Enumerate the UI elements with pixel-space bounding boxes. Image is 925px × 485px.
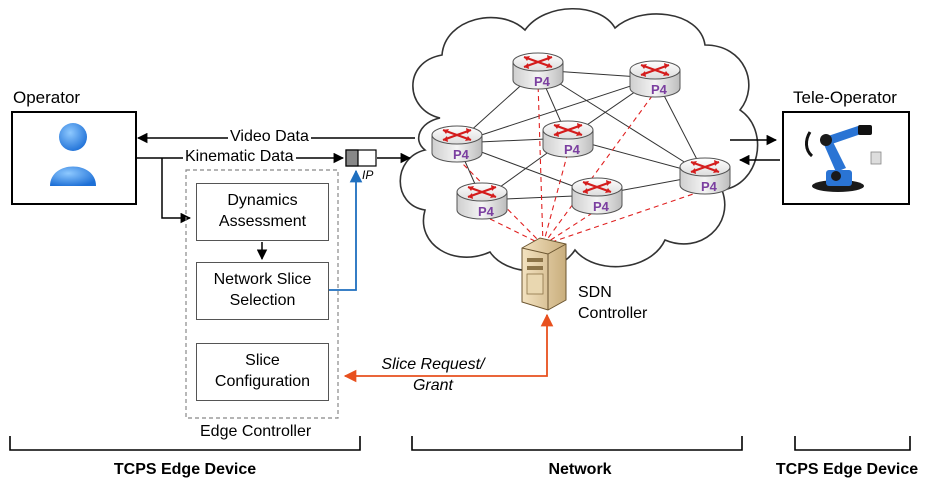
router-arrows-icon xyxy=(553,123,583,137)
router-arrows-icon xyxy=(523,55,553,69)
sdn-controller-label: SDN Controller xyxy=(578,283,647,325)
video-data-label: Video Data xyxy=(228,128,311,145)
ip-packet-icon xyxy=(345,149,377,167)
slice-request-line2: Grant xyxy=(412,376,453,394)
p4-switch-icon: P4 xyxy=(679,157,731,195)
p4-switch-icon: P4 xyxy=(431,125,483,163)
sdn-line2: Controller xyxy=(578,304,648,322)
router-arrows-icon xyxy=(690,160,720,174)
router-arrows-icon xyxy=(467,185,497,199)
router-arrows-icon xyxy=(640,63,670,77)
slice-config-line1: Slice xyxy=(245,352,280,370)
p4-badge: P4 xyxy=(478,204,495,219)
p4-badge: P4 xyxy=(453,147,470,162)
p4-switch-icon: P4 xyxy=(542,120,594,158)
p4-switch-icon: P4 xyxy=(629,60,681,98)
slice-request-arrow xyxy=(343,313,554,383)
controller-links xyxy=(456,81,706,246)
robot-arm-icon xyxy=(805,125,882,192)
section-label-left-edge: TCPS Edge Device xyxy=(113,461,257,478)
slice-request-line1: Slice Request/ xyxy=(381,356,485,373)
tele-operator-label: Tele-Operator xyxy=(793,88,897,107)
p4-badge: P4 xyxy=(701,179,718,194)
operator-person-icon xyxy=(50,123,96,186)
p4-badge: P4 xyxy=(534,74,551,89)
p4-badge: P4 xyxy=(651,82,668,97)
slice-selection-line2: Selection xyxy=(229,292,296,309)
slice-config-line2: Configuration xyxy=(214,373,311,390)
p4-switch-icon: P4 xyxy=(456,182,508,220)
section-label-network: Network xyxy=(548,461,612,478)
slice-selection-to-ip-line xyxy=(329,169,363,291)
section-brackets xyxy=(9,436,911,451)
dynamics-line1: Dynamics xyxy=(227,192,298,210)
kinematic-data-label: Kinematic Data xyxy=(183,148,296,165)
operator-label: Operator xyxy=(13,88,81,107)
sdn-line1: SDN xyxy=(578,284,612,301)
edge-controller-label: Edge Controller xyxy=(200,423,312,440)
p4-switch-icon: P4 xyxy=(571,177,623,215)
section-label-right-edge: TCPS Edge Device xyxy=(775,461,919,478)
p4-badge: P4 xyxy=(593,199,610,214)
sdn-server-icon xyxy=(521,237,567,311)
kinematic-branch-line xyxy=(161,158,192,224)
edge-controller-container xyxy=(185,169,339,419)
router-arrows-icon xyxy=(582,180,612,194)
slice-request-label: Slice Request/ Grant xyxy=(378,355,488,397)
slice-selection-line1: Network Slice xyxy=(213,271,312,289)
p4-badge: P4 xyxy=(564,142,581,157)
p4-switch-icon: P4 xyxy=(512,52,564,90)
dynamics-line2: Assessment xyxy=(218,213,307,230)
router-arrows-icon xyxy=(442,128,472,142)
ip-label: IP xyxy=(362,168,374,182)
